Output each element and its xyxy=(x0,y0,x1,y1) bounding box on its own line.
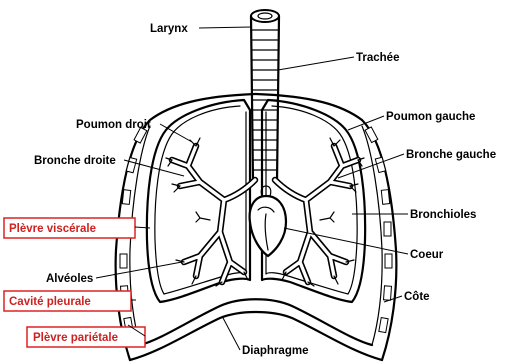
label-trachee: Trachée xyxy=(356,52,399,64)
label-larynx: Larynx xyxy=(150,23,188,35)
ribs-right xyxy=(365,127,392,333)
label-bronchioles: Bronchioles xyxy=(410,209,476,221)
label-coeur: Coeur xyxy=(410,249,444,261)
label-poumon-droit: Poumon droit xyxy=(76,119,151,131)
label-bronche-droite: Bronche droite xyxy=(34,155,116,167)
heart xyxy=(250,186,286,256)
label-cavite-pleurale: Cavité pleurale xyxy=(9,296,91,308)
label-bronche-gauche: Bronche gauche xyxy=(406,149,496,161)
label-alveoles: Alvéoles xyxy=(46,273,93,285)
label-diaphragme: Diaphragme xyxy=(242,345,308,357)
label-plevre-parietale: Plèvre pariétale xyxy=(33,332,118,344)
label-poumon-gauche: Poumon gauche xyxy=(386,111,475,123)
label-plevre-viscerale: Plèvre viscérale xyxy=(9,223,96,235)
bronchial-tree-right xyxy=(166,138,255,286)
label-cote: Côte xyxy=(404,291,430,303)
bronchial-tree-left xyxy=(275,138,364,286)
